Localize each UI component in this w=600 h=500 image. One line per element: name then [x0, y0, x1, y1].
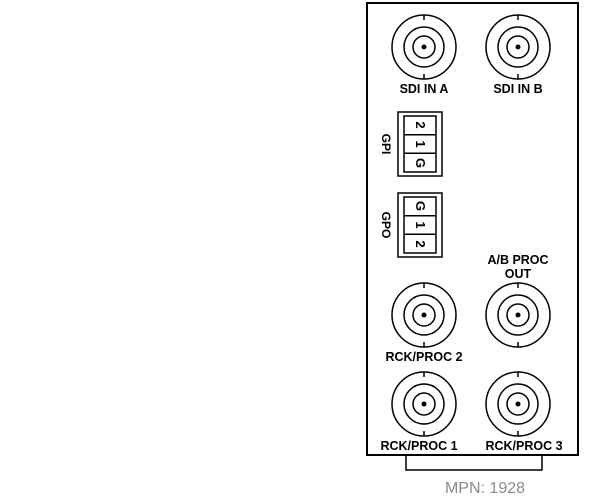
- label-rck-proc-1: RCK/PROC 1: [380, 439, 458, 453]
- panel-frame: [366, 2, 579, 456]
- gpo-pin-g: G: [413, 200, 428, 212]
- label-ab-proc-out: A/B PROC OUT: [487, 253, 549, 281]
- gpo-terminal-block: [397, 192, 443, 258]
- gpo-pin-1: 1: [413, 221, 428, 229]
- label-rck-proc-3: RCK/PROC 3: [485, 439, 563, 453]
- panel-bottom-rail: [405, 455, 543, 471]
- gpi-pin-1: 1: [413, 140, 428, 148]
- bnc-connector-rck-proc-2: [391, 282, 457, 348]
- gpi-label: GPI: [379, 133, 393, 155]
- gpo-pin-2: 2: [413, 240, 428, 248]
- gpo-label: GPO: [379, 211, 393, 239]
- label-sdi-in-a: SDI IN A: [399, 82, 449, 96]
- bnc-connector-rck-proc-1: [391, 371, 457, 437]
- gpi-terminal-block: [397, 111, 443, 177]
- bnc-connector-sdi-in-b: [485, 14, 551, 80]
- bnc-connector-sdi-in-a: [391, 14, 457, 80]
- label-rck-proc-2: RCK/PROC 2: [385, 350, 463, 364]
- mpn-label: MPN: 1928: [444, 480, 526, 497]
- bnc-connector-rck-proc-3: [485, 371, 551, 437]
- gpi-pin-2: 2: [413, 121, 428, 129]
- gpi-pin-g: G: [413, 157, 428, 169]
- label-sdi-in-b: SDI IN B: [493, 82, 543, 96]
- bnc-connector-ab-proc-out: [485, 282, 551, 348]
